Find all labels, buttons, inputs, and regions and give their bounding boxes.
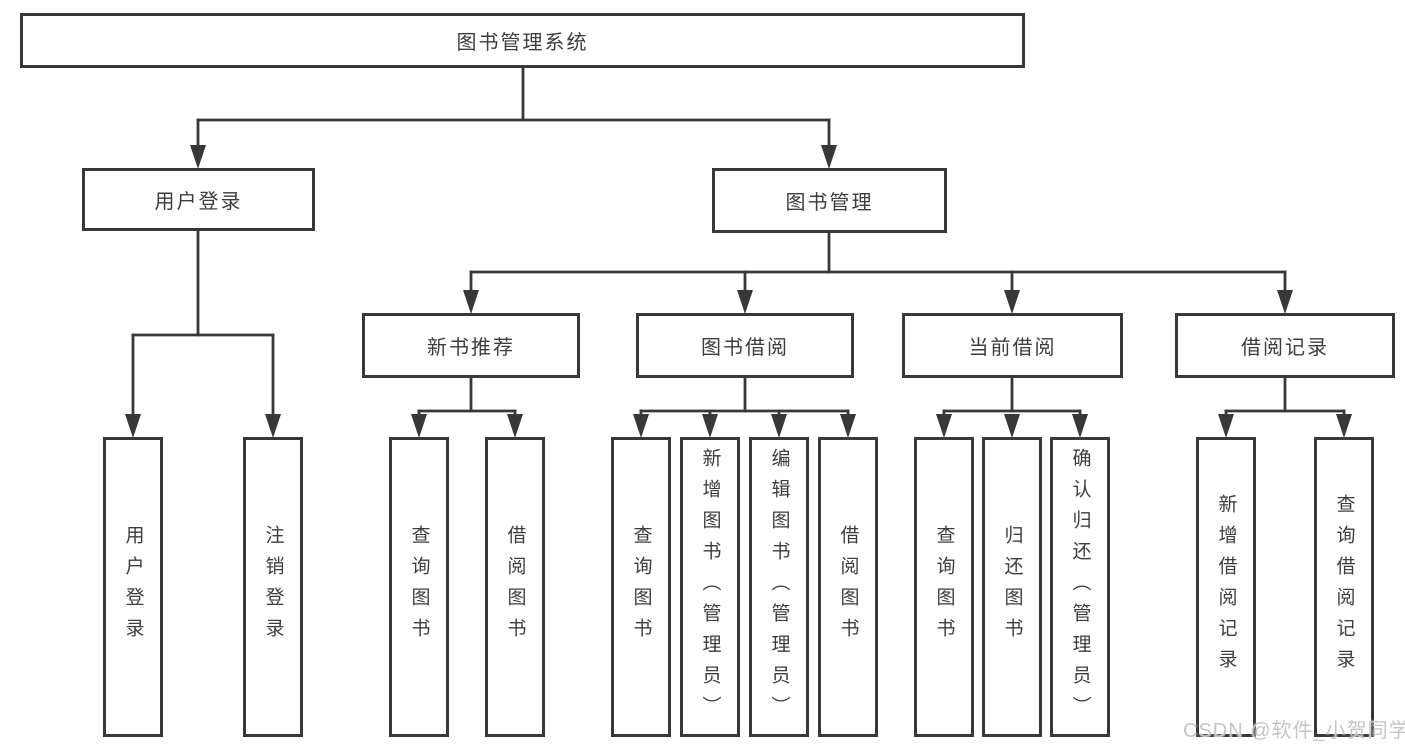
arrow-down-icon: [507, 414, 523, 438]
leaf-newbook-borrow-book: 借阅图书: [485, 437, 545, 737]
node-label: 图书借阅: [701, 337, 789, 359]
node-label: 借阅图书: [504, 525, 526, 649]
node-label: 新书推荐: [427, 337, 515, 359]
arrow-down-icon: [265, 414, 281, 438]
node-label: 查询图书: [933, 525, 955, 649]
arrow-down-icon: [821, 145, 837, 169]
arrow-down-icon: [771, 414, 787, 438]
node-label: 确认归还（管理员）: [1069, 447, 1091, 727]
arrow-down-icon: [1277, 290, 1293, 314]
node-borrow-record: 借阅记录: [1175, 313, 1395, 378]
node-label: 新增图书（管理员）: [699, 447, 721, 727]
leaf-record-query-borrow-record: 查询借阅记录: [1314, 437, 1374, 737]
node-label: 图书管理: [785, 192, 874, 214]
node-label: 归还图书: [1001, 525, 1023, 649]
leaf-current-return-book: 归还图书: [982, 437, 1042, 737]
arrow-down-icon: [702, 414, 718, 438]
leaf-bookborrow-borrow-book: 借阅图书: [818, 437, 878, 737]
arrow-down-icon: [737, 290, 753, 314]
arrow-down-icon: [1004, 290, 1020, 314]
node-label: 借阅图书: [837, 525, 859, 649]
leaf-newbook-query-book: 查询图书: [389, 437, 449, 737]
leaf-bookborrow-add-book-admin: 新增图书（管理员）: [680, 437, 740, 737]
leaf-logout: 注销登录: [243, 437, 303, 737]
arrow-down-icon: [190, 145, 206, 169]
node-label: 当前借阅: [968, 337, 1057, 359]
node-label: 借阅记录: [1241, 337, 1329, 359]
node-book-management: 图书管理: [712, 168, 947, 233]
arrow-down-icon: [1004, 414, 1020, 438]
arrow-down-icon: [1218, 414, 1234, 438]
node-user-login: 用户登录: [82, 168, 315, 231]
node-label: 用户登录: [122, 525, 144, 649]
node-label: 查询图书: [408, 525, 430, 649]
leaf-current-confirm-return-admin: 确认归还（管理员）: [1050, 437, 1110, 737]
leaf-user-login: 用户登录: [103, 437, 163, 737]
node-new-book-recommend: 新书推荐: [362, 313, 580, 378]
node-label: 编辑图书（管理员）: [768, 447, 790, 727]
node-label: 新增借阅记录: [1215, 494, 1237, 680]
arrow-down-icon: [1072, 414, 1088, 438]
node-label: 查询借阅记录: [1333, 494, 1355, 680]
node-current-borrow: 当前借阅: [902, 313, 1123, 378]
leaf-record-add-borrow-record: 新增借阅记录: [1196, 437, 1256, 737]
node-label: 查询图书: [630, 525, 652, 649]
node-label: 注销登录: [262, 525, 284, 649]
arrow-down-icon: [463, 290, 479, 314]
arrow-down-icon: [411, 414, 427, 438]
arrow-down-icon: [125, 414, 141, 438]
csdn-watermark: CSDN @软件_小贺同学: [1183, 720, 1405, 742]
leaf-bookborrow-query-book: 查询图书: [611, 437, 671, 737]
leaf-current-query-book: 查询图书: [914, 437, 974, 737]
arrow-down-icon: [1336, 414, 1352, 438]
arrow-down-icon: [936, 414, 952, 438]
arrow-down-icon: [840, 414, 856, 438]
node-root: 图书管理系统: [20, 13, 1025, 68]
node-book-borrow: 图书借阅: [636, 313, 854, 378]
node-label: 图书管理系统: [456, 32, 589, 54]
arrow-down-icon: [633, 414, 649, 438]
leaf-bookborrow-edit-book-admin: 编辑图书（管理员）: [749, 437, 809, 737]
node-label: 用户登录: [154, 191, 243, 213]
